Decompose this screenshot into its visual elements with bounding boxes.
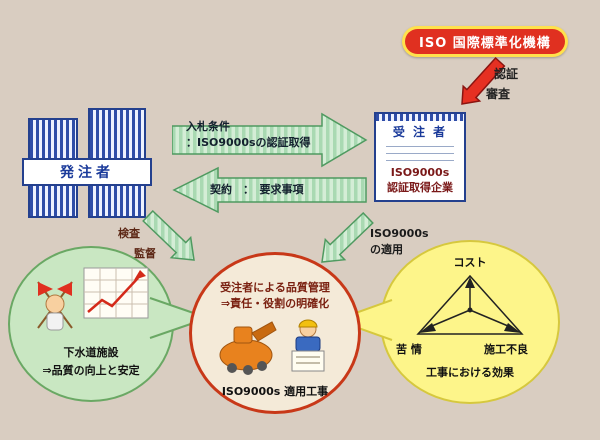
application-arrow-icon [321, 212, 374, 263]
application-line2: の適用 [370, 242, 403, 256]
supervision-arrow-icon [142, 210, 195, 261]
quality-circle: 受注者による品質管理 ⇒責任・役割の明確化 ISO9000s 適用工事 [189, 252, 361, 414]
quality-line2: ⇒責任・役割の明確化 [220, 297, 330, 310]
contractor-box: 受 注 者 ISO9000s 認証取得企業 [374, 112, 466, 202]
bid-arrow-text: 入札条件 ：ISO9000sの認証取得 [186, 119, 311, 151]
document-line [386, 160, 454, 161]
application-label: ISO9000s の適用 [370, 226, 429, 258]
effect-triangle-diagram [416, 274, 524, 335]
sewage-line2: ⇒品質の向上と安定 [42, 364, 140, 377]
quality-line1: 受注者による品質管理 [220, 281, 330, 294]
iso-org-badge: ISO 国際標準化機構 [405, 29, 565, 54]
effect-caption: 工事における効果 [426, 366, 514, 379]
bid-arrow-line2: ：ISO9000sの認証取得 [186, 135, 311, 149]
contractor-cert-line1: ISO9000s [390, 166, 450, 179]
contract-arrow-icon [172, 166, 367, 214]
effect-left-label: 苦 情 [396, 343, 422, 356]
construction-work-illustration [219, 319, 325, 375]
supervision-label-1: 検査 [118, 227, 140, 240]
certification-label-2: 審査 [486, 87, 511, 101]
contractor-box-stripe [376, 114, 464, 121]
contractor-cert-line2: 認証取得企業 [387, 181, 453, 194]
client-label: 発注者 [22, 158, 152, 186]
effect-bubble: コスト 苦 情 施工不良 工事における効果 [380, 240, 560, 404]
iso-org-panel: ISO 国際標準化機構 [402, 26, 568, 57]
client-building: 発注者 [22, 108, 152, 218]
sewage-bubble: 下水道施設 ⇒品質の向上と安定 [8, 246, 174, 402]
document-line [386, 146, 454, 147]
certification-label-1: 認証 [494, 67, 519, 81]
document-line [386, 153, 454, 154]
bid-arrow-line1: 入札条件 [186, 120, 230, 133]
contract-arrow-text: 契約 ： 要求事項 [210, 183, 304, 196]
contractor-title: 受 注 者 [392, 125, 448, 139]
supervision-label-2: 監督 [134, 247, 156, 260]
certification-arrow-icon [461, 56, 506, 105]
surveyor-flag-chart-illustration [37, 267, 149, 331]
application-line1: ISO9000s [370, 227, 429, 240]
effect-right-label: 施工不良 [484, 343, 528, 356]
quality-caption: ISO9000s 適用工事 [221, 385, 329, 398]
bid-arrow-icon [172, 112, 368, 168]
sewage-line1: 下水道施設 [63, 346, 119, 359]
effect-top-label: コスト [453, 256, 487, 269]
